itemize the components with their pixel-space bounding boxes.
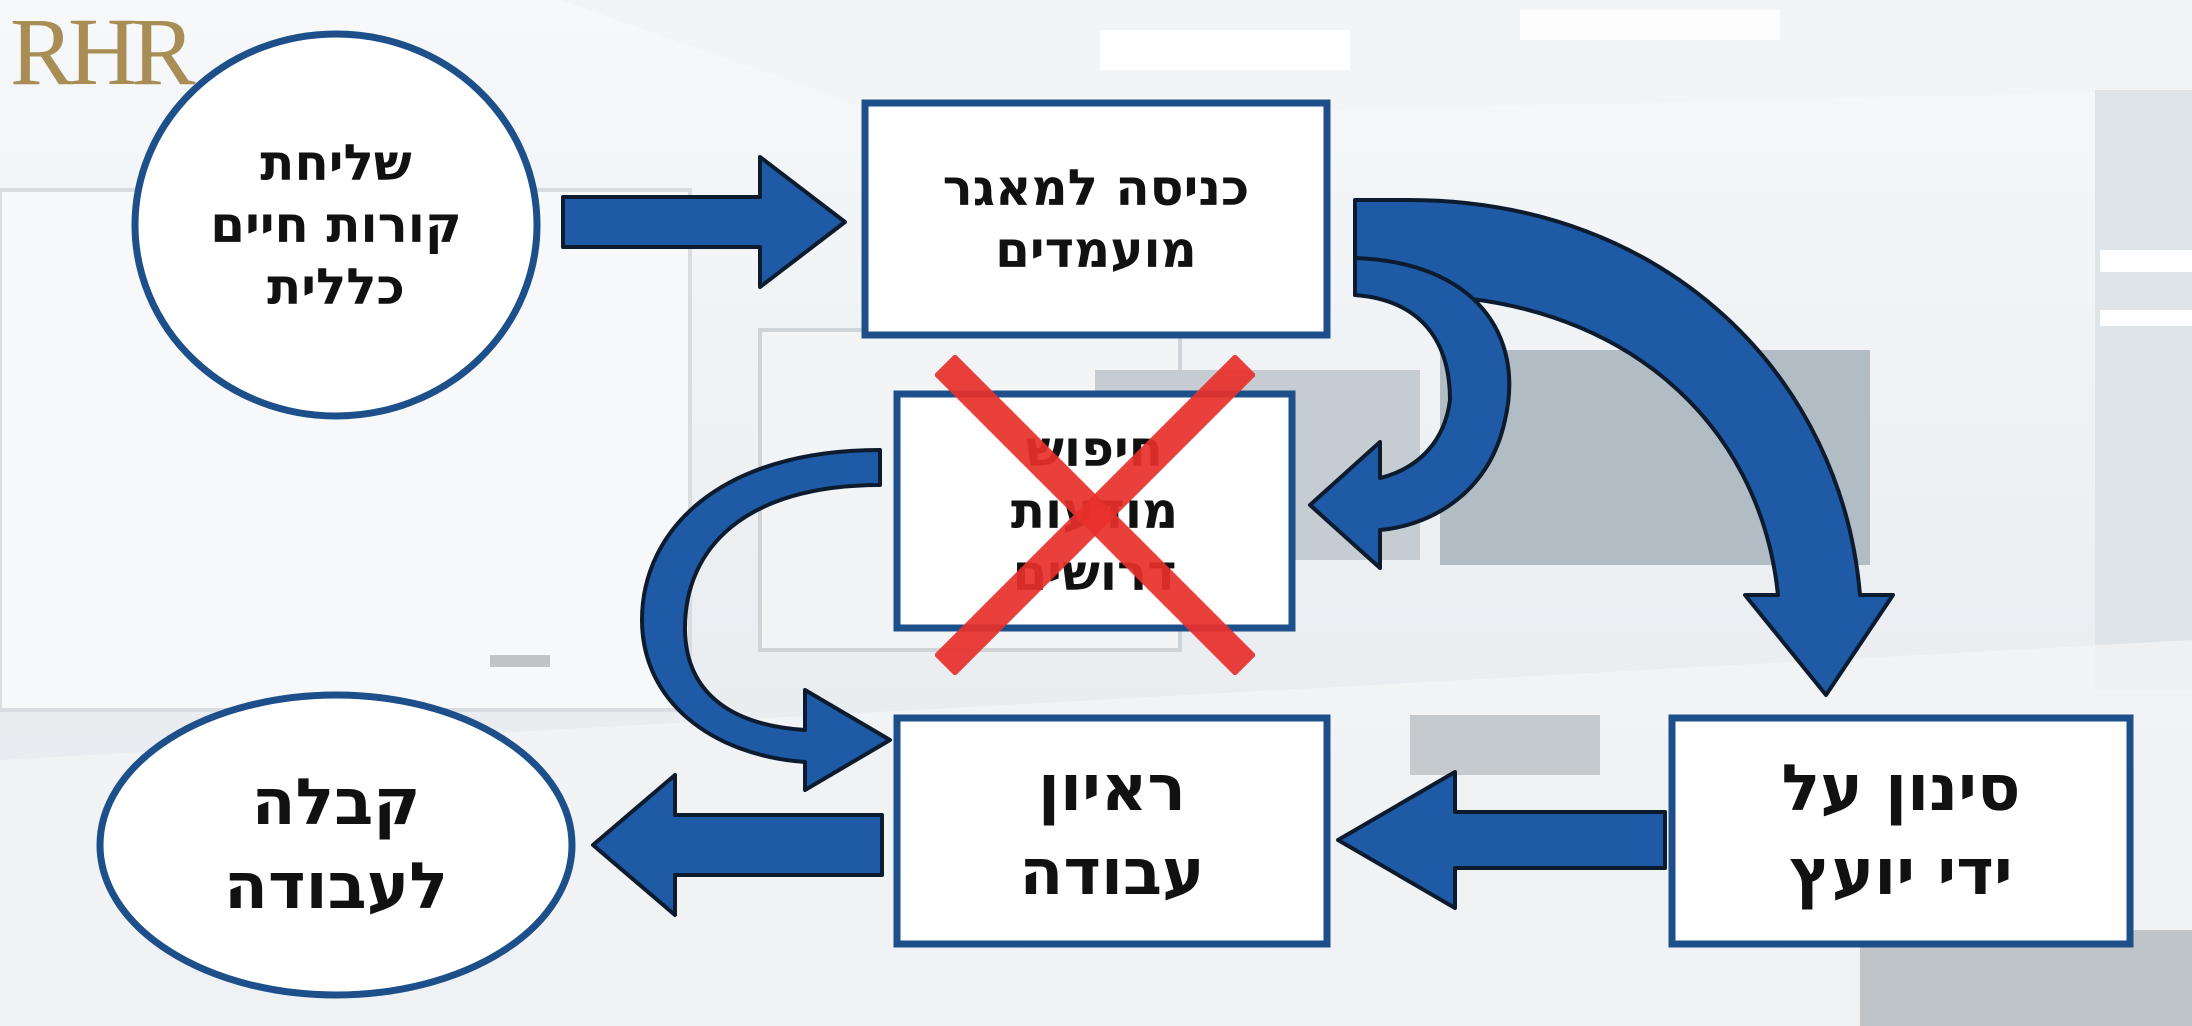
arrow-database-to-screening: [1353, 198, 1895, 697]
arrow-screening-to-interview: [1336, 770, 1667, 910]
arrow-send-to-database: [561, 155, 847, 289]
node-database-label: כניסה למאגר מועמדים: [942, 159, 1250, 279]
cross-out-mark: [935, 355, 1255, 675]
node-interview-label: ראיון עבודה: [1019, 752, 1205, 910]
node-screening-shape: [1668, 714, 2134, 948]
node-send-cv-shape: [131, 30, 541, 420]
rhr-logo: RHR: [10, 0, 195, 105]
arrow-search-to-interview: [640, 448, 892, 792]
node-hired-shape: [96, 691, 576, 999]
arrow-interview-to-hired: [591, 773, 884, 917]
arrow-database-to-search: [1308, 256, 1512, 570]
node-send-cv-label: שליחת קורות חיים כללית: [210, 134, 462, 316]
node-interview-shape: [893, 714, 1331, 948]
node-hired-label: קבלה לעבודה: [224, 766, 448, 924]
node-screening-label: סינון על ידי יועץ: [1781, 752, 2021, 910]
nodes: [96, 30, 2134, 999]
arrows: [561, 155, 1895, 917]
node-database-shape: [861, 99, 1331, 339]
